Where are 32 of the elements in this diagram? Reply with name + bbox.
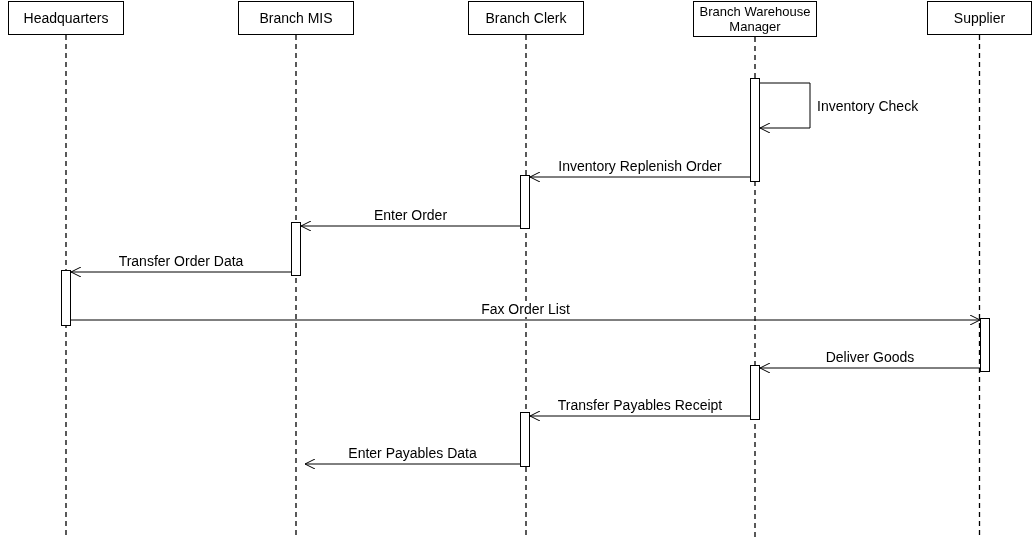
message-arrow [529, 410, 751, 422]
message-label: Enter Payables Data [347, 445, 478, 461]
activation-bar [61, 270, 71, 326]
participant-name: Headquarters [23, 10, 109, 26]
message-label: Deliver Goods [824, 349, 916, 365]
message-arrow [529, 171, 751, 183]
message-label: Inventory Check [816, 97, 920, 114]
message-arrow [300, 220, 521, 232]
participant-name: Branch Clerk [485, 10, 567, 26]
activation-bar [520, 412, 530, 467]
participant-name: Supplier [953, 10, 1006, 26]
participant-name: Branch MIS [259, 10, 333, 26]
message-label: Fax Order List [480, 301, 571, 317]
message-arrow [304, 458, 521, 470]
participant-box [238, 1, 354, 35]
participant-name: Branch Warehouse Manager [698, 4, 812, 34]
participant-box [468, 1, 584, 35]
message-label: Inventory Replenish Order [557, 158, 723, 174]
activation-bar [520, 175, 530, 229]
message-arrow [70, 314, 981, 326]
activation-bar [291, 222, 301, 276]
message-arrow [759, 82, 811, 134]
message-label: Transfer Payables Receipt [556, 397, 724, 413]
participant-box [927, 1, 1032, 35]
activation-bar [980, 318, 990, 372]
participant-box [8, 1, 124, 35]
message-arrow [70, 266, 292, 278]
message-label: Enter Order [372, 207, 449, 223]
activation-bar [750, 365, 760, 420]
message-label: Transfer Order Data [117, 253, 245, 269]
message-arrow [759, 362, 981, 374]
activation-bar [750, 78, 760, 182]
